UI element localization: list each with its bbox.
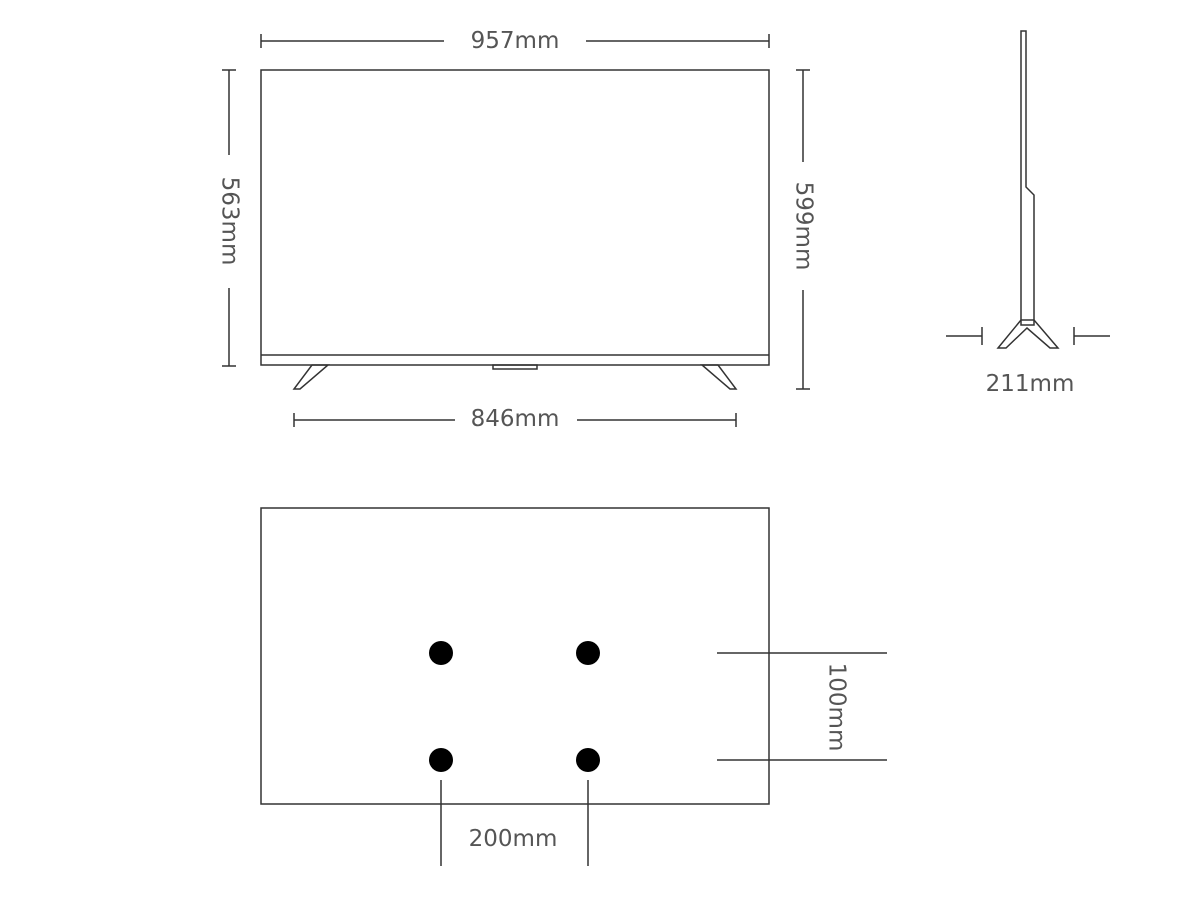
vesa-horizontal-dimension xyxy=(440,780,589,866)
depth-dimension xyxy=(946,327,1110,345)
right-stand-foot xyxy=(699,364,738,390)
tv-center-logo-plate xyxy=(492,364,538,370)
screen-height-label: 563mm xyxy=(217,177,243,266)
tv-side-panel xyxy=(1020,30,1035,326)
vesa-hole-bottom-right xyxy=(576,748,600,772)
overall-width-dimension xyxy=(260,34,770,48)
vesa-horizontal-label: 200mm xyxy=(469,826,558,852)
tv-front-outline xyxy=(260,69,770,366)
stand-span-dimension xyxy=(293,413,737,427)
vesa-vertical-dimension xyxy=(717,652,887,761)
overall-width-label: 957mm xyxy=(471,28,560,54)
rear-view xyxy=(260,507,887,866)
front-view xyxy=(222,34,810,427)
tv-rear-outline xyxy=(260,507,770,805)
side-view xyxy=(946,30,1110,349)
vesa-vertical-label: 100mm xyxy=(824,663,850,752)
side-stand xyxy=(996,319,1060,349)
overall-height-label: 599mm xyxy=(791,182,817,271)
vesa-mount-holes xyxy=(429,641,600,772)
vesa-hole-bottom-left xyxy=(429,748,453,772)
depth-label: 211mm xyxy=(986,371,1075,397)
left-stand-foot xyxy=(292,364,331,390)
stand-span-label: 846mm xyxy=(471,406,560,432)
vesa-hole-top-right xyxy=(576,641,600,665)
overall-height-dimension xyxy=(796,69,810,390)
screen-height-dimension xyxy=(222,69,236,367)
vesa-hole-top-left xyxy=(429,641,453,665)
